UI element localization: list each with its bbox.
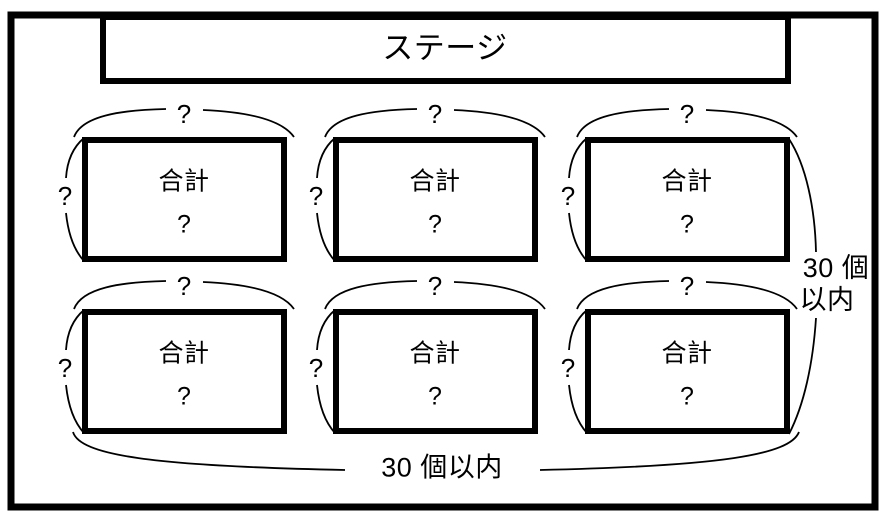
width-brace-4 [73,280,295,310]
height-brace-2-label: ? [308,181,324,211]
group-box-6-value: ? [680,382,694,411]
height-brace-2 [316,137,336,262]
right-total-brace-label-line2: 以内 [799,284,855,315]
right-total-brace-label-line1: 30 個 [802,252,870,283]
width-brace-3 [576,108,798,138]
height-brace-3 [568,137,588,262]
bottom-total-brace [72,431,800,471]
group-box-2 [333,137,538,262]
right-total-brace [788,138,817,435]
width-brace-5 [324,280,546,310]
width-brace-1 [73,108,295,138]
width-brace-1-label: ? [176,99,192,129]
width-brace-6 [576,280,798,310]
stage-box [100,14,791,84]
width-brace-3-label: ? [679,99,695,129]
group-box-3-value: ? [680,210,694,239]
group-box-1 [82,137,287,262]
group-box-3 [585,137,790,262]
width-brace-2 [324,108,546,138]
group-box-1-title: 合計 [158,167,210,196]
bottom-total-brace-label: 30 個以内 [381,452,503,483]
group-box-4-title: 合計 [158,339,210,368]
group-box-1-value: ? [177,210,191,239]
group-box-5-title: 合計 [409,339,461,368]
group-box-2-title: 合計 [409,167,461,196]
height-brace-5 [316,309,336,434]
height-brace-4 [65,309,85,434]
height-brace-3-label: ? [560,181,576,211]
group-box-4-value: ? [177,382,191,411]
width-brace-4-label: ? [176,271,192,301]
height-brace-1 [65,137,85,262]
stage-label: ステージ [382,30,508,66]
group-box-6-title: 合計 [661,339,713,368]
group-box-5 [333,309,538,434]
width-brace-5-label: ? [427,271,443,301]
group-box-5-value: ? [428,382,442,411]
height-brace-4-label: ? [57,353,73,383]
group-box-3-title: 合計 [661,167,713,196]
width-brace-2-label: ? [427,99,443,129]
group-box-4 [82,309,287,434]
group-box-2-value: ? [428,210,442,239]
height-brace-6-label: ? [560,353,576,383]
height-brace-5-label: ? [308,353,324,383]
height-brace-6 [568,309,588,434]
group-box-6 [585,309,790,434]
width-brace-6-label: ? [679,271,695,301]
height-brace-1-label: ? [57,181,73,211]
